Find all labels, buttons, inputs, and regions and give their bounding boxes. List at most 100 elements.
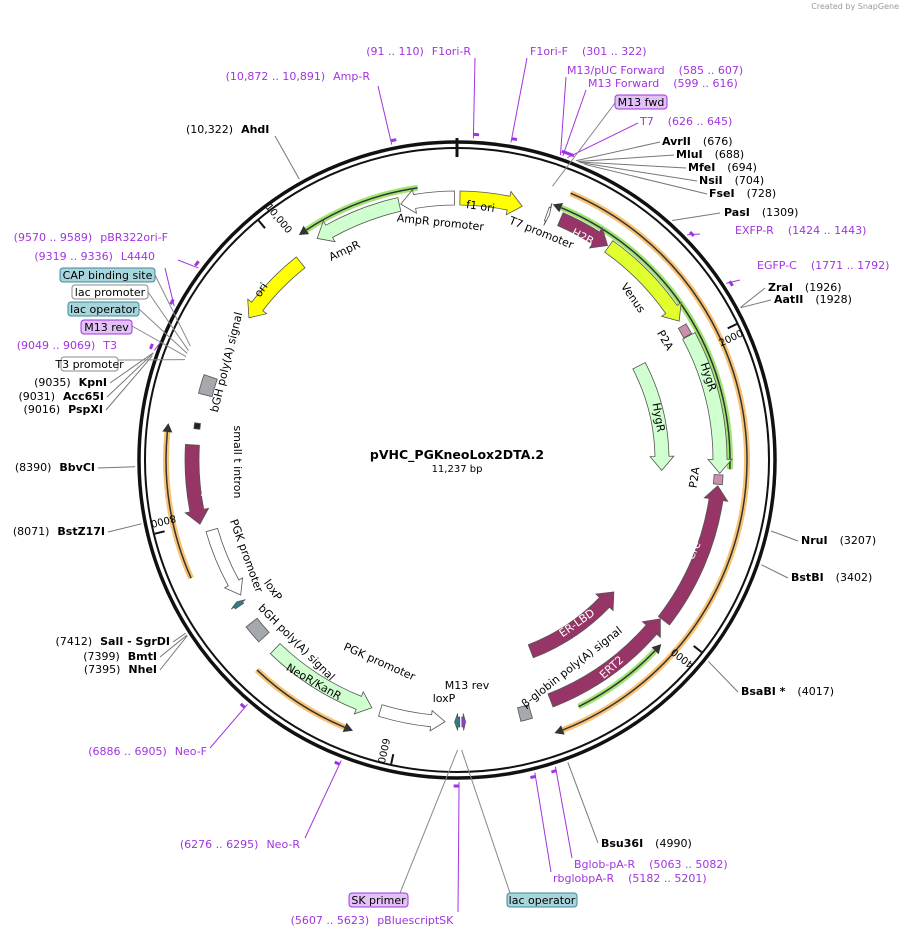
feature-p2a[interactable] [712, 474, 724, 486]
primer-amp-r[interactable]: (10,872 .. 10,891)Amp-R [226, 70, 371, 83]
feature-ert2[interactable] [547, 618, 661, 708]
site-bstbi[interactable]: BstBI(3402) [791, 571, 872, 584]
feature-hygr[interactable] [682, 332, 733, 474]
primer-f1ori-f[interactable]: F1ori-F(301 .. 322) [530, 45, 647, 58]
site-bmti[interactable]: (7399)BmtI [83, 650, 157, 663]
primer-m13-puc-forward[interactable]: M13/pUC Forward(585 .. 607) [567, 64, 743, 77]
feature-f1-ori[interactable] [459, 190, 523, 216]
site-aatii[interactable]: AatII(1928) [774, 293, 852, 306]
primer-rbglobpa-r[interactable]: rbglobpA-R(5182 .. 5201) [553, 872, 707, 885]
label-box[interactable] [67, 301, 140, 317]
feature-neor-kanr[interactable] [269, 643, 373, 715]
feature-ampr[interactable] [316, 197, 402, 243]
site-pspxi[interactable]: (9016)PspXI [24, 403, 103, 416]
primer-name: F1ori-R [432, 45, 472, 58]
tick-mark [693, 645, 703, 653]
box-label[interactable]: M13 fwd [618, 96, 665, 109]
feature-p2a[interactable] [677, 323, 693, 339]
site-mfei[interactable]: MfeI(694) [688, 161, 757, 174]
site-name: ZraI [768, 281, 793, 294]
label-box[interactable] [71, 284, 149, 300]
feature-label: bGH poly(A) signal [208, 311, 245, 414]
site-nrui[interactable]: NruI(3207) [801, 534, 876, 547]
site-zrai[interactable]: ZraI(1926) [768, 281, 842, 294]
feature-label: f1 ori [465, 198, 495, 215]
primer-m13-forward[interactable]: M13 Forward(599 .. 616) [588, 77, 738, 90]
feature-loxp[interactable] [230, 599, 246, 610]
site-kpni[interactable]: (9035)KpnI [34, 376, 107, 389]
site-sali-sgrdi[interactable]: (7412)SalI - SgrDI [56, 635, 170, 648]
feature-pgk-promoter[interactable] [205, 527, 244, 596]
site-mlui[interactable]: MluI(688) [676, 148, 744, 161]
site-position: (7412) [56, 635, 93, 648]
feature-loxp[interactable] [454, 713, 461, 731]
feature-m13-rev[interactable] [461, 713, 466, 731]
primer-pbluescriptsk[interactable]: (5607 .. 5623)pBluescriptSK [291, 914, 455, 927]
site-line [740, 287, 766, 308]
primer-pbr322ori-f[interactable]: (9570 .. 9589)pBR322ori-F [14, 231, 168, 244]
site-name: KpnI [79, 376, 107, 389]
primer-t7[interactable]: T7(626 .. 645) [639, 115, 732, 128]
site-avrii[interactable]: AvrII(676) [662, 135, 733, 148]
box-label[interactable]: T3 promoter [54, 358, 124, 371]
box-label[interactable]: SK primer [351, 894, 406, 907]
box-line [461, 749, 511, 894]
feature-bgh-poly-a-signal[interactable] [198, 374, 218, 398]
feature--globin-poly-a-signal[interactable] [517, 704, 533, 722]
site-bsu36i[interactable]: Bsu36I(4990) [601, 837, 692, 850]
label-box[interactable] [60, 356, 119, 372]
feature-er-lbd[interactable] [527, 591, 615, 659]
primer-egfp-c[interactable]: EGFP-C(1771 .. 1792) [757, 259, 889, 272]
feature-h2b[interactable] [557, 212, 609, 249]
site-ahdi[interactable]: (10,322)AhdI [186, 123, 269, 136]
feature-venus[interactable] [604, 240, 682, 322]
primer-t3[interactable]: (9049 .. 9069)T3 [17, 339, 117, 352]
primer-range: (9570 .. 9589) [14, 231, 93, 244]
site-line [580, 162, 698, 182]
primer-neo-r[interactable]: (6276 .. 6295)Neo-R [180, 838, 300, 851]
primer-name: T3 [102, 339, 117, 352]
label-box[interactable] [614, 94, 668, 110]
site-nhei[interactable]: (7395)NheI [84, 663, 157, 676]
primer-l4440[interactable]: (9319 .. 9336)L4440 [34, 250, 155, 263]
feature-t7-promoter[interactable] [543, 202, 553, 226]
primer-name: M13 Forward [588, 77, 659, 90]
label-box[interactable] [80, 319, 133, 335]
feature-dta[interactable] [184, 444, 210, 525]
feature-cre[interactable] [657, 485, 729, 626]
box-label[interactable]: M13 rev [84, 321, 129, 334]
feature-small-t-intron[interactable] [193, 422, 202, 430]
primer-f1ori-r[interactable]: (91 .. 110)F1ori-R [366, 45, 471, 58]
site-name: NsiI [699, 174, 723, 187]
primer-neo-f[interactable]: (6886 .. 6905)Neo-F [88, 745, 207, 758]
feature-ori[interactable] [247, 256, 306, 319]
label-box[interactable] [348, 892, 409, 908]
primer-range: (6886 .. 6905) [88, 745, 167, 758]
box-label[interactable]: CAP binding site [63, 269, 153, 282]
feature-ampr-promoter[interactable] [400, 188, 455, 214]
site-fsei[interactable]: FseI(728) [709, 187, 776, 200]
feature-label: P2A [654, 328, 676, 353]
site-bsabi-[interactable]: BsaBI *(4017) [741, 685, 834, 698]
primer-name: F1ori-F [530, 45, 568, 58]
primer-exfp-r[interactable]: EXFP-R(1424 .. 1443) [735, 224, 866, 237]
primer-name: EGFP-C [757, 259, 797, 272]
feature-bgh-poly-a-signal[interactable] [245, 617, 270, 643]
box-label[interactable]: lac operator [70, 303, 137, 316]
box-label[interactable]: lac promoter [75, 286, 146, 299]
arc-arrowhead [342, 722, 353, 732]
feature-pgk-promoter[interactable] [378, 704, 446, 732]
site-nsii[interactable]: NsiI(704) [699, 174, 764, 187]
site-bbvci[interactable]: (8390)BbvCI [15, 461, 95, 474]
label-box[interactable] [59, 267, 156, 283]
site-pasi[interactable]: PasI(1309) [724, 206, 798, 219]
feature-hygr[interactable] [632, 362, 675, 472]
site-position: (9031) [18, 390, 55, 403]
primer-bglob-pa-r[interactable]: Bglob-pA-R(5063 .. 5082) [574, 858, 728, 871]
label-box[interactable] [506, 892, 578, 908]
site-acc65i[interactable]: (9031)Acc65I [18, 390, 104, 403]
box-label[interactable]: lac operator [509, 894, 576, 907]
site-bstz17i[interactable]: (8071)BstZ17I [13, 525, 105, 538]
primer-marker [530, 774, 537, 780]
